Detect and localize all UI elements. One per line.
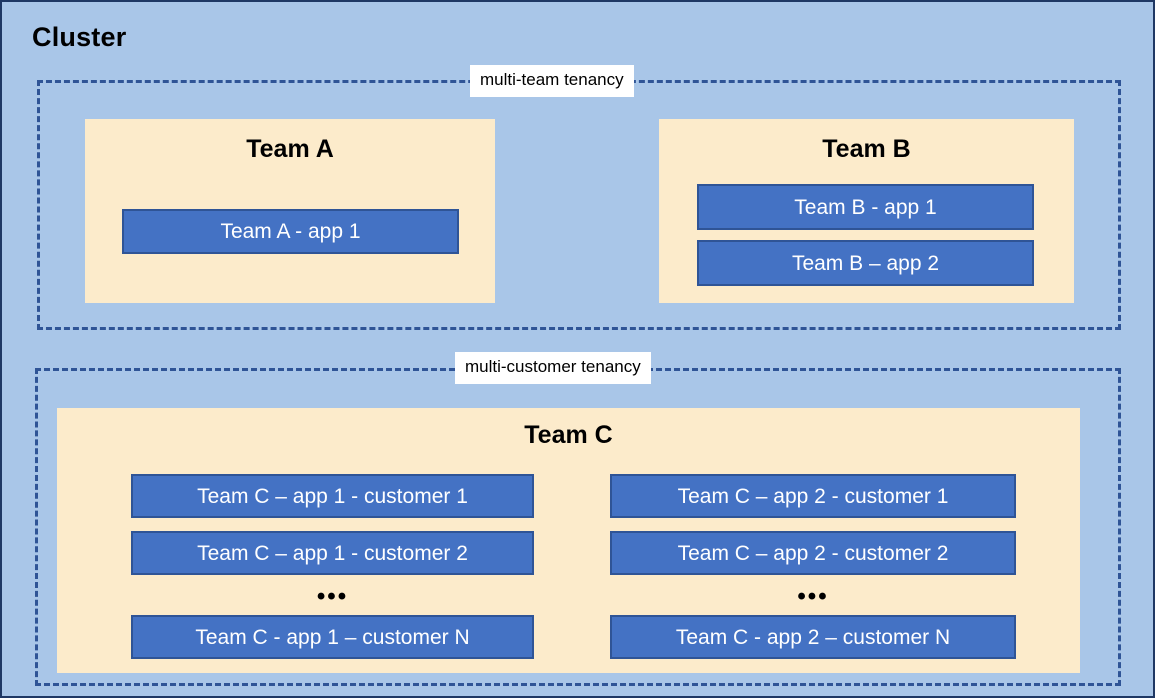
- app-chip-team-c-app-2-customer-n[interactable]: Team C - app 2 – customer N: [610, 615, 1016, 659]
- app-chip-team-c-app-1-customer-n[interactable]: Team C - app 1 – customer N: [131, 615, 534, 659]
- app-chip-team-c-app-1-customer-1[interactable]: Team C – app 1 - customer 1: [131, 474, 534, 518]
- tenancy-label-multi-customer: multi-customer tenancy: [455, 352, 651, 384]
- team-title-team-b: Team B: [822, 135, 911, 163]
- app-chip-team-c-app-1-customer-2[interactable]: Team C – app 1 - customer 2: [131, 531, 534, 575]
- app-chip-team-b-app-2[interactable]: Team B – app 2: [697, 240, 1034, 286]
- team-title-team-c: Team C: [524, 421, 613, 449]
- tenancy-label-multi-team: multi-team tenancy: [470, 65, 634, 97]
- ellipsis-team-c-app-2: •••: [797, 583, 829, 610]
- app-chip-team-b-app-1[interactable]: Team B - app 1: [697, 184, 1034, 230]
- app-chip-team-c-app-2-customer-1[interactable]: Team C – app 2 - customer 1: [610, 474, 1016, 518]
- ellipsis-team-c-app-1: •••: [316, 583, 349, 610]
- page-title: Cluster: [32, 22, 127, 52]
- app-chip-team-c-app-2-customer-2[interactable]: Team C – app 2 - customer 2: [610, 531, 1016, 575]
- app-chip-team-a-app-1[interactable]: Team A - app 1: [122, 209, 459, 254]
- team-title-team-a: Team A: [246, 135, 334, 163]
